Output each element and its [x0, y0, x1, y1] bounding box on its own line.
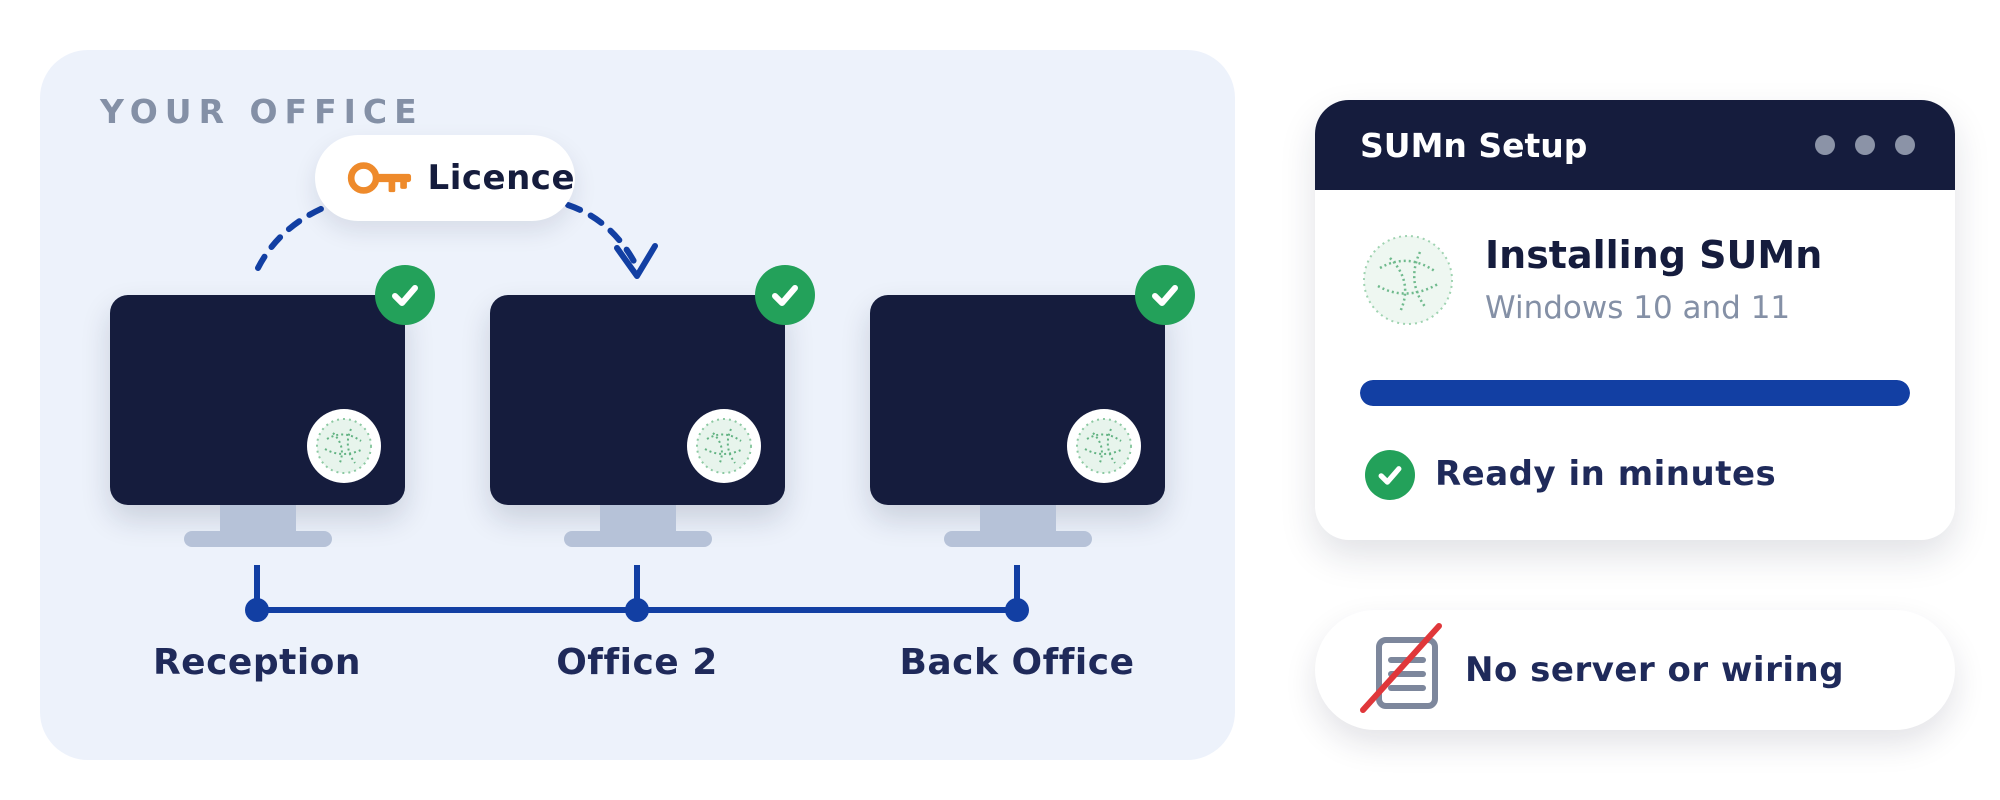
computer-name: Office 2 — [556, 642, 718, 683]
sumn-logo-icon — [1360, 232, 1456, 328]
computer-name: Reception — [152, 642, 362, 683]
progress-bar — [1360, 380, 1910, 406]
licence-label: Licence — [427, 158, 575, 198]
sumn-logo-icon — [687, 409, 761, 483]
monitor-stand — [220, 505, 296, 533]
window-control-dot[interactable] — [1855, 135, 1875, 155]
monitor-stand — [980, 505, 1056, 533]
checkmark-icon — [1365, 450, 1415, 500]
window-control-dot[interactable] — [1895, 135, 1915, 155]
checkmark-icon — [755, 265, 815, 325]
setup-window: SUMn Setup Installing SUMn Windows 10 an… — [1315, 100, 1955, 540]
no-server-icon — [1360, 623, 1442, 713]
checkmark-icon — [1135, 265, 1195, 325]
sumn-logo-icon — [307, 409, 381, 483]
computer-office-2 — [490, 265, 815, 547]
monitor-stand — [600, 505, 676, 533]
section-label: YOUR OFFICE — [100, 92, 424, 131]
checkmark-icon — [375, 265, 435, 325]
monitor-base — [564, 531, 712, 547]
computer-name: Back Office — [899, 642, 1135, 683]
computer-reception — [110, 265, 435, 547]
install-title: Installing SUMn — [1485, 233, 1823, 277]
key-icon — [347, 162, 412, 194]
no-server-text: No server or wiring — [1465, 650, 1845, 690]
no-server-badge: No server or wiring — [1315, 610, 1955, 730]
ready-text: Ready in minutes — [1435, 454, 1777, 494]
monitor-base — [944, 531, 1092, 547]
install-subtitle: Windows 10 and 11 — [1485, 290, 1791, 326]
window-control-dot[interactable] — [1815, 135, 1835, 155]
progress-fill — [1360, 380, 1910, 406]
window-titlebar: SUMn Setup — [1315, 100, 1955, 190]
computer-back-office — [870, 265, 1195, 547]
monitor-base — [184, 531, 332, 547]
licence-badge: Licence — [315, 135, 575, 221]
window-title: SUMn Setup — [1360, 126, 1588, 165]
sumn-logo-icon — [1067, 409, 1141, 483]
